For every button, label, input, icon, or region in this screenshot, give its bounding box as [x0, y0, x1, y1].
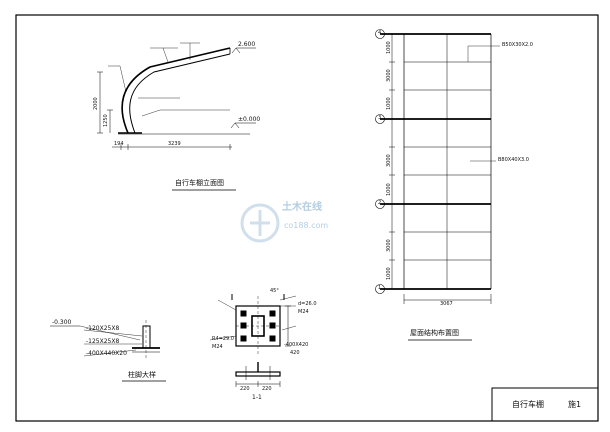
roof-dim-4: 3000 — [386, 154, 392, 167]
plate-dim-b: 220 — [262, 386, 272, 392]
dim-height-total: 2000 — [93, 97, 99, 110]
roof-plan-view — [375, 29, 500, 341]
base-level: -0.300 — [52, 319, 72, 326]
plate-radius: R4=29.0 — [212, 336, 234, 342]
plate-dim-a: 220 — [240, 386, 250, 392]
watermark-logo — [240, 203, 280, 243]
roof-dim-5: 1000 — [386, 183, 392, 196]
level-ground: ±0.000 — [238, 116, 261, 123]
roof-dim-7: 1000 — [386, 267, 392, 280]
roof-dim-1: 1000 — [386, 41, 392, 54]
axis-4: 4 — [378, 30, 382, 36]
level-top: 2.600 — [238, 41, 256, 48]
roof-dim-2: 3000 — [386, 69, 392, 82]
plate-bolt-2: M24 — [212, 344, 223, 350]
section-label: 1-1 — [252, 394, 262, 401]
title-block-sheet: 施1 — [568, 400, 582, 409]
watermark-brand: 土木在线 — [282, 202, 322, 213]
plate-size: -400X420 — [284, 342, 309, 348]
roof-plan-title: 屋面结构布置图 — [410, 329, 459, 337]
elevation-view — [97, 42, 256, 191]
plate-dim-total: 420 — [290, 350, 300, 356]
roof-dim-3: 1000 — [386, 97, 392, 110]
axis-3: 3 — [378, 115, 382, 121]
base-plate-3: -400X440X20 — [86, 350, 127, 357]
column-base-view — [50, 320, 166, 382]
roof-dim-bottom: 3067 — [440, 301, 453, 307]
axis-2: 2 — [378, 200, 382, 206]
plate-bolt: M24 — [298, 309, 309, 315]
title-block — [491, 387, 599, 422]
sheet-border — [15, 14, 599, 422]
member-upper: B50X30X2.0 — [502, 42, 533, 48]
base-plate-2: -125X25X8 — [86, 338, 120, 345]
dim-offset: 194 — [114, 141, 124, 147]
member-lower: B80X40X3.0 — [498, 157, 529, 163]
elevation-title: 自行车棚立面图 — [175, 179, 224, 187]
roof-dim-6: 3000 — [386, 239, 392, 252]
title-block-name: 自行车棚 — [512, 400, 544, 409]
plate-angle: 45° — [270, 288, 279, 294]
plate-hole: d=26.0 — [298, 301, 317, 307]
dim-height-lower: 1250 — [103, 114, 109, 127]
watermark-site: co188.com — [284, 221, 329, 230]
dim-span: 3239 — [168, 141, 181, 147]
axis-1: 1 — [378, 285, 382, 291]
base-plate-view — [209, 294, 297, 387]
base-plate-1: -120X25X8 — [86, 325, 120, 332]
column-base-title: 柱脚大样 — [128, 371, 156, 379]
